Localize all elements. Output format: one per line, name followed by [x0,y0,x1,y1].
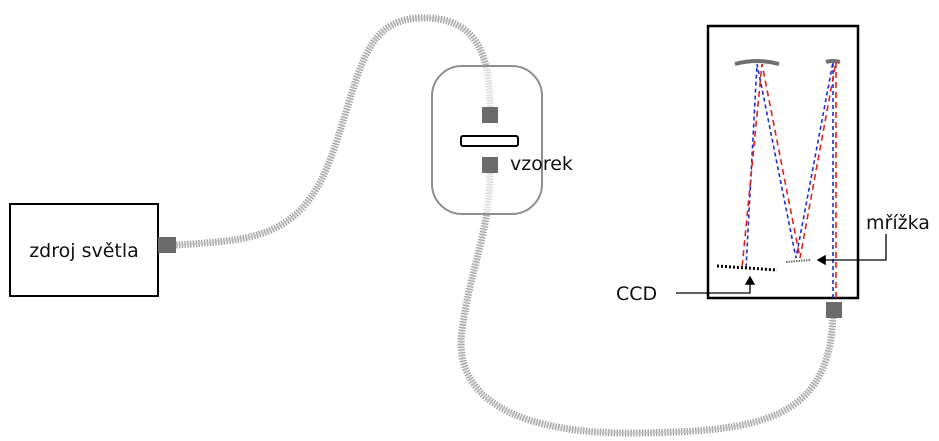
sample-slide [460,135,519,147]
fiber-connector-spectrometer [826,302,842,318]
light-source-box: zdroj světla [9,203,159,297]
focusing-mirror [825,59,841,64]
fiber-connector-source [158,237,176,253]
fiber-connector-sample-top [482,107,498,123]
ccd-label: CCD [616,283,657,305]
ccd-pointer-line [676,275,756,294]
sample-label: vzorek [510,153,573,175]
sample-holder [431,65,543,215]
light-source-label: zdroj světla [29,240,139,262]
collimating-mirror [734,59,780,66]
beam-path-red [741,61,837,298]
grating-label: mřížka [866,212,930,234]
beam-path-blue [745,61,834,298]
diffraction-grating [785,259,811,263]
spectrometer-box [706,24,860,300]
fiber-connector-sample-bottom [482,157,498,173]
grating-pointer-line [816,234,887,266]
